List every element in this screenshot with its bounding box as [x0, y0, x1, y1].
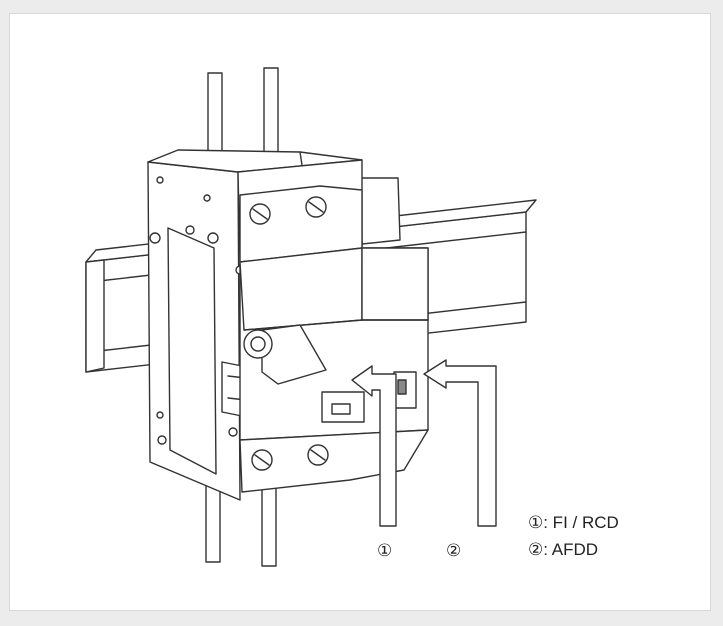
top-terminals: [239, 185, 363, 263]
cables-bottom: [205, 469, 277, 567]
callout-arrow-1: [351, 365, 397, 527]
callout-arrow-2: [423, 359, 497, 527]
bottom-terminals: [239, 429, 429, 493]
legend-item-afdd: ②: AFDD: [528, 540, 598, 559]
callout-label-2: ②: [446, 541, 461, 561]
legend-item-rcd: ①: FI / RCD: [528, 513, 619, 532]
front-module: [239, 247, 429, 441]
toggle-lever: [261, 324, 327, 385]
housing-top-right: [359, 177, 401, 245]
callout-label-1: ①: [377, 541, 392, 561]
